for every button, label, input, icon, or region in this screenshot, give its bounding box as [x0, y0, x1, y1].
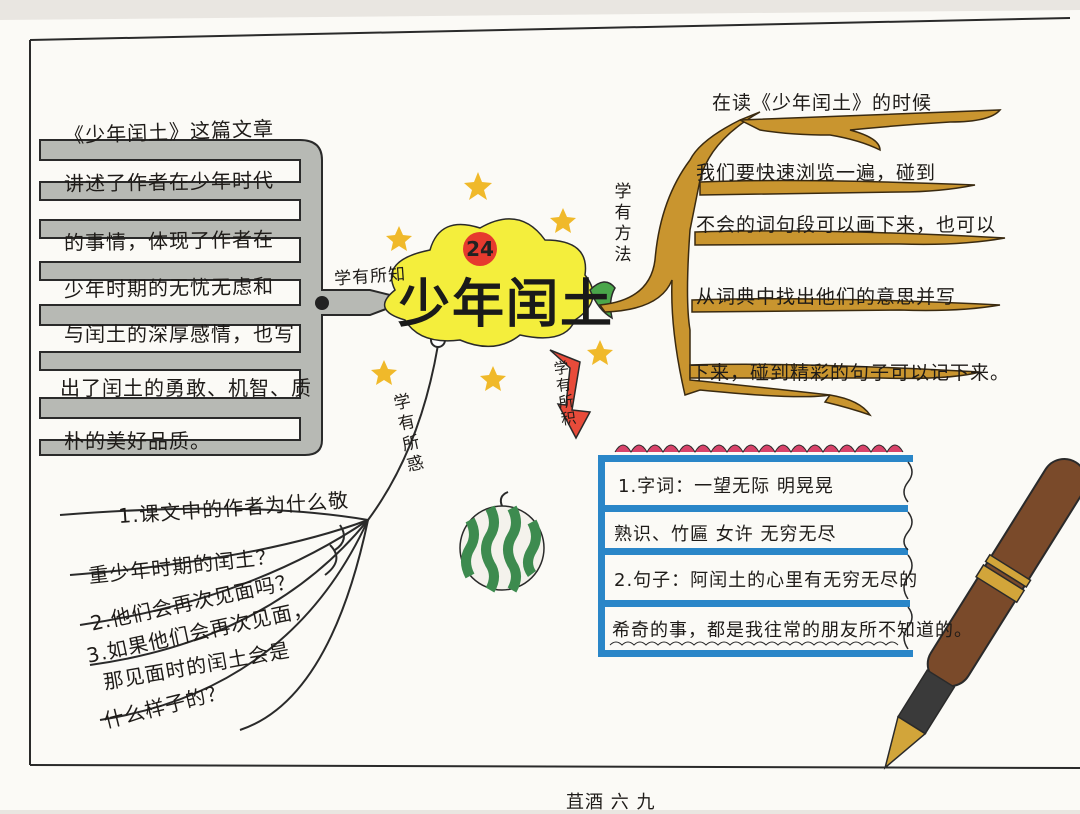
method-line: 在读《少年闰土》的时候	[712, 92, 933, 114]
vocab-line: 2.句子：阿闰土的心里有无穷无尽的	[614, 570, 919, 591]
left-branch-line: 出了闰土的勇敢、机智、质	[60, 376, 312, 400]
method-line: 不会的词句段可以画下来，也可以	[696, 214, 997, 236]
left-branch-shape	[39, 139, 414, 456]
down-arrow-shape	[549, 349, 592, 440]
page-border	[29, 17, 1071, 41]
knowledge-box	[598, 444, 918, 658]
vocab-line: 1.字词：一望无际 明晃晃	[618, 476, 834, 497]
method-line: 从词典中找出他们的意思并写	[696, 286, 957, 308]
watermelon-drawing	[459, 491, 545, 593]
right-tree-label: 学有方法	[614, 182, 632, 265]
star-decorations	[371, 172, 613, 391]
left-branch-label: 学有所知	[333, 264, 407, 290]
page-title: 少年闰土	[398, 275, 615, 335]
left-branch-line: 朴的美好品质。	[64, 429, 211, 453]
left-branch-line: 少年时期的无忧无虑和	[63, 274, 275, 302]
lesson-number-badge: 24	[463, 232, 497, 266]
fountain-pen-drawing	[883, 457, 1080, 770]
web-branch	[59, 344, 439, 731]
footer-text: 苴酒 六 九	[566, 792, 656, 813]
vocab-line: 熟识、竹匾 女许 无穷无尽	[614, 524, 837, 545]
method-line: 下来，碰到精彩的句子可以记下来。	[690, 362, 1011, 384]
vocab-line: 希奇的事，都是我往常的朋友所不知道的。	[612, 620, 973, 641]
left-branch-line: 讲述了作者在少年时代	[63, 168, 275, 196]
left-branch-line: 的事情，体现了作者在	[63, 227, 275, 255]
method-line: 我们要快速浏览一遍，碰到	[696, 162, 937, 184]
right-tree-shape	[598, 109, 1006, 417]
left-branch-line: 与闰土的深厚感情，也写	[64, 322, 295, 346]
branch-node	[315, 296, 329, 310]
